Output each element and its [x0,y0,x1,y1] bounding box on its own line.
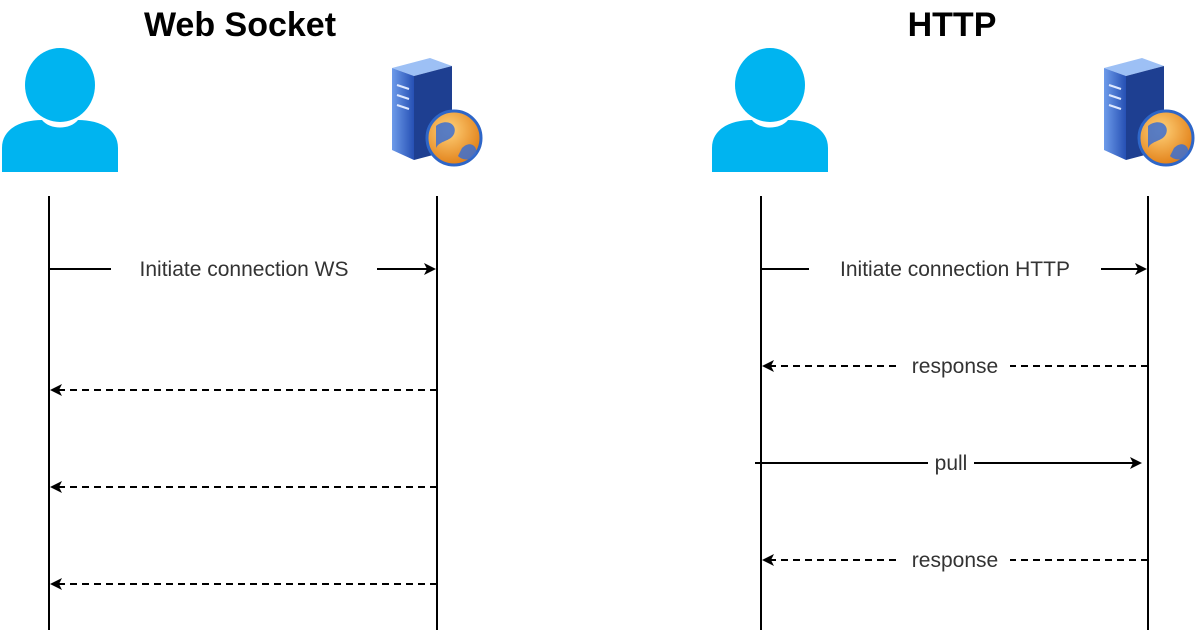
ws-initiate-label: Initiate connection WS [140,258,349,281]
http-response-label: response [912,355,998,378]
user-icon [712,48,828,172]
label-bg [809,256,1101,282]
user-icon [2,48,118,172]
http-initiate-label: Initiate connection HTTP [840,258,1070,281]
http-response-label: response [912,549,998,572]
web-server-icon [1104,58,1195,167]
http-pull-label: pull [935,452,968,475]
http-title: HTTP [907,6,997,44]
websocket-title: Web Socket [143,6,337,44]
label-bg [111,256,377,282]
label-bg [900,547,1010,573]
web-server-icon [392,58,483,167]
label-bg [900,353,1010,379]
label-bg [928,450,974,476]
